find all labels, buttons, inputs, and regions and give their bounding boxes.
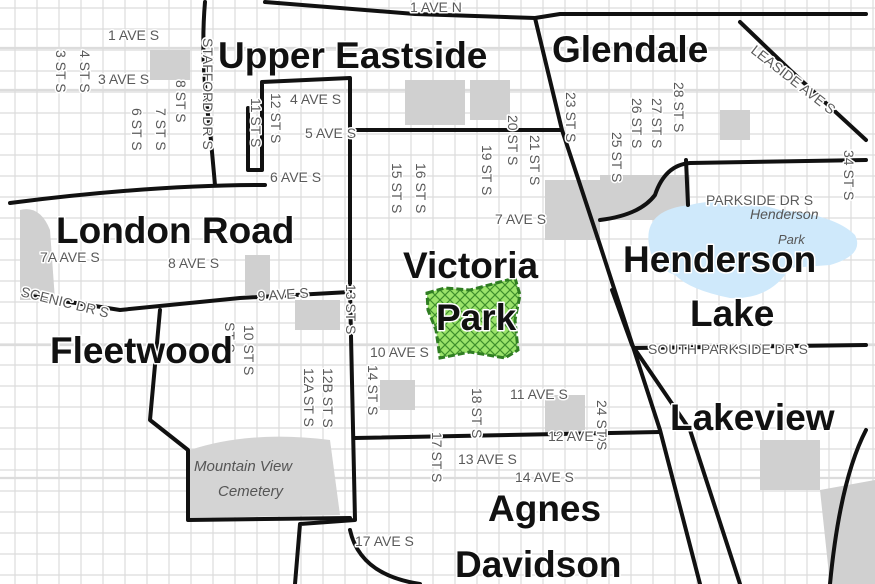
street-label: 10 AVE S	[370, 344, 429, 360]
street-label: 7 AVE S	[495, 211, 546, 227]
neighbourhood-label-upper-eastside: Upper Eastside	[218, 35, 487, 76]
neighbourhood-label-fleetwood: Fleetwood	[50, 330, 233, 371]
boundary-13-st	[293, 288, 357, 584]
building-block	[380, 380, 415, 410]
building-block	[150, 50, 190, 80]
building-block	[245, 255, 270, 295]
boundary-london-bottom	[23, 290, 352, 312]
mountain-view-cemetery-label: Mountain View	[194, 458, 293, 475]
building-block	[405, 80, 465, 125]
building-block	[470, 80, 510, 120]
street-label: 11 ST S	[248, 98, 264, 147]
boundary-fleetwood-left	[148, 308, 352, 522]
neighbourhood-label-victoria-park: Victoria	[403, 245, 538, 286]
street-label: 23 ST S	[563, 92, 579, 142]
street-label: SOUTH PARKSIDE DR S	[648, 341, 808, 357]
street-label: 16 ST S	[413, 163, 429, 213]
neighbourhood-labels: Upper Eastside Glendale London Road Vict…	[49, 28, 837, 584]
boundary-12-ave	[353, 430, 662, 440]
street-label: 4 ST S	[77, 50, 93, 93]
street-label: 19 ST S	[479, 145, 495, 195]
mountain-view-cemetery-area	[190, 436, 340, 518]
neighbourhood-label-agnes-davidson: Agnes	[488, 488, 601, 529]
boundary-south-parkside	[633, 343, 868, 350]
street-label: 27 ST S	[649, 98, 665, 148]
street-label: STAFFORD DR S	[200, 38, 216, 150]
street-label: 18 ST S	[469, 388, 485, 438]
henderson-park-label: Henderson	[750, 206, 819, 222]
boundary-left-top	[201, 0, 217, 187]
street-label: 3 AVE S	[98, 71, 149, 87]
street-label: 24 ST S	[594, 400, 610, 450]
boundary-leaside	[738, 20, 868, 142]
boundary-6-ave	[8, 183, 267, 205]
street-label: 13 AVE S	[458, 451, 517, 467]
neighbourhood-label-henderson-lake-2: Lake	[690, 293, 774, 334]
neighbourhood-label-lakeview: Lakeview	[670, 397, 835, 438]
place-labels: Henderson Park Mountain View Cemetery	[194, 206, 819, 500]
street-label: 7A AVE S	[40, 249, 100, 265]
street-label: 12 AVE S	[548, 428, 607, 444]
street-label: 15 ST S	[389, 163, 405, 213]
neighbourhood-label-victoria-park-2: Park	[436, 297, 517, 338]
street-label: 17 AVE S	[355, 533, 414, 549]
street-label: 28 ST S	[671, 82, 687, 132]
street-label: 17 ST S	[429, 432, 445, 482]
street-label: 1 AVE N	[410, 0, 462, 15]
street-label: 1 AVE S	[108, 27, 159, 43]
henderson-lake-water	[648, 201, 858, 299]
boundary-34-st	[684, 158, 690, 207]
street-label: ST S	[222, 322, 238, 353]
street-label: 12A ST S	[301, 368, 317, 427]
boundary-parkside	[598, 158, 868, 222]
building-block	[545, 180, 600, 240]
street-label: 12B ST S	[320, 368, 336, 428]
street-label: 8 ST S	[173, 80, 189, 123]
street-label: 26 ST S	[629, 98, 645, 148]
street-label: 14 ST S	[365, 365, 381, 415]
street-label: PARKSIDE DR S	[706, 192, 813, 208]
victoria-park-area	[425, 276, 522, 360]
street-label: 13 ST S	[343, 284, 359, 334]
boundary-crowsnest	[533, 16, 702, 584]
neighbourhood-label-agnes-davidson-2: Davidson	[455, 544, 622, 584]
boundary-mayor-magrath	[610, 288, 742, 584]
building-block	[20, 209, 55, 300]
street-label: 25 ST S	[609, 132, 625, 182]
street-label: 5 AVE S	[305, 125, 356, 141]
street-label: 7 ST S	[153, 108, 169, 151]
street-label: 3 ST S	[53, 50, 69, 93]
street-label: 14 AVE S	[515, 469, 574, 485]
street-label: 12 ST S	[268, 93, 284, 143]
mountain-view-cemetery-label-2: Cemetery	[218, 483, 285, 500]
street-label: 11 AVE S	[510, 386, 568, 402]
building-block	[545, 395, 585, 435]
street-label: 9 AVE S	[257, 284, 309, 304]
boundary-henderson-east	[828, 428, 868, 584]
street-label: 21 ST S	[527, 135, 543, 185]
building-block	[760, 440, 820, 490]
street-label: 6 ST S	[129, 108, 145, 151]
street-label: 8 AVE S	[168, 255, 219, 271]
boundary-agnes-bottom	[348, 528, 422, 584]
building-block	[295, 300, 340, 330]
street-label: 20 ST S	[505, 115, 521, 165]
street-label: 10 ST S	[241, 325, 257, 375]
building-block	[720, 110, 750, 140]
street-label: 6 AVE S	[270, 169, 321, 185]
neighbourhood-boundaries	[8, 0, 868, 584]
boundary-upper-east-west	[246, 76, 352, 292]
street-label: 34 ST S	[841, 150, 857, 200]
neighbourhood-label-henderson-lake: Henderson	[623, 239, 816, 280]
street-label: 4 AVE S	[290, 91, 341, 107]
neighbourhood-label-glendale: Glendale	[552, 29, 708, 70]
henderson-park-label-2: Park	[778, 232, 806, 247]
neighbourhood-label-london-road: London Road	[56, 210, 294, 251]
